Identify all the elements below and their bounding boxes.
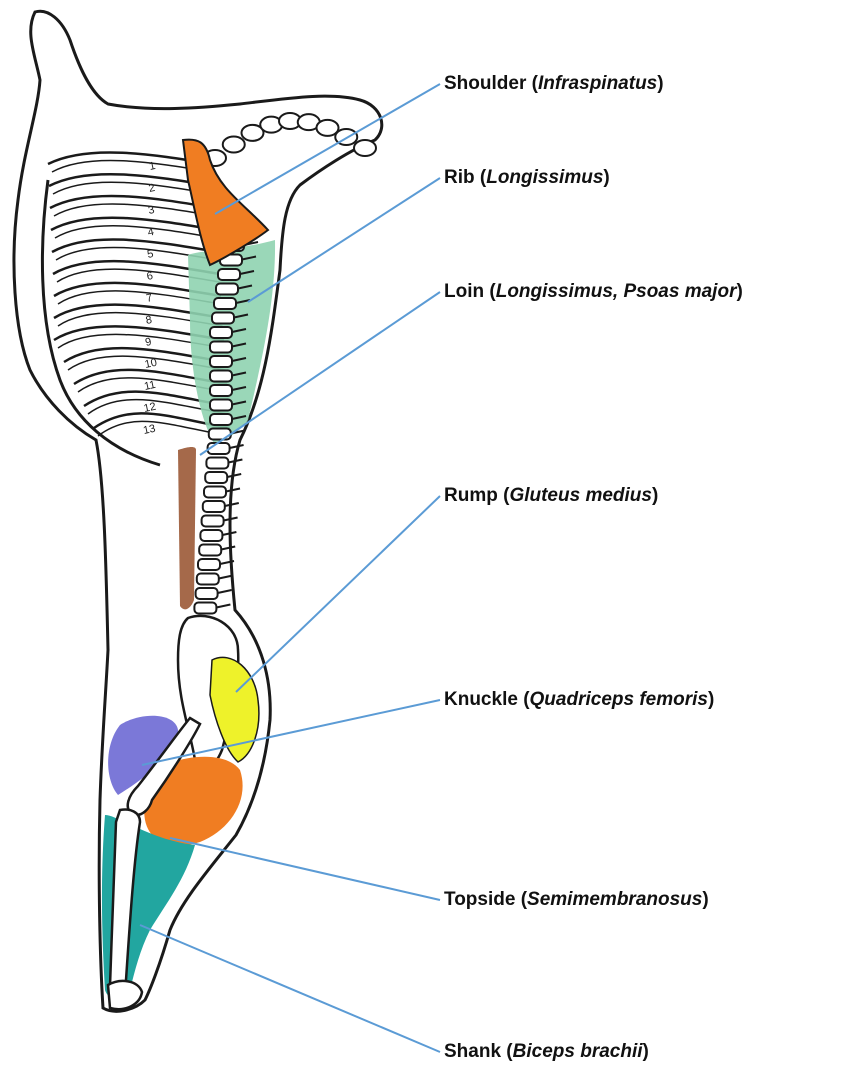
- vertebra: [196, 588, 218, 599]
- vertebra: [198, 559, 220, 570]
- label-knuckle-name: Knuckle: [444, 689, 518, 710]
- vertebra: [210, 356, 232, 367]
- neck-vertebra: [223, 137, 245, 153]
- vertebra: [210, 371, 232, 382]
- label-loin-latin: Longissimus, Psoas major: [496, 281, 737, 302]
- vertebra: [210, 342, 232, 353]
- vertebra: [212, 313, 234, 324]
- vertebra: [205, 472, 227, 483]
- vertebra: [204, 487, 226, 498]
- rib-number: 13: [142, 423, 156, 437]
- label-rib-latin: Longissimus: [486, 167, 603, 188]
- vertebra: [218, 269, 240, 280]
- vertebra: [210, 327, 232, 338]
- label-shank: Shank (Biceps brachii): [444, 1042, 649, 1061]
- rib-number: 10: [144, 357, 158, 371]
- rib-number: 12: [143, 401, 157, 415]
- label-rump-latin: Gluteus medius: [509, 485, 652, 506]
- label-shank-latin: Biceps brachii: [513, 1041, 643, 1062]
- label-shoulder-name: Shoulder: [444, 73, 526, 94]
- neck-vertebra: [354, 140, 376, 156]
- label-loin-name: Loin: [444, 281, 484, 302]
- vertebra: [200, 530, 222, 541]
- vertebra: [210, 385, 232, 396]
- label-knuckle-latin: Quadriceps femoris: [530, 689, 708, 710]
- vertebra: [206, 458, 228, 469]
- vertebra: [202, 516, 224, 527]
- vertebra: [214, 298, 236, 309]
- rib-number: 11: [143, 379, 157, 393]
- label-shank-name: Shank: [444, 1041, 501, 1062]
- vertebra: [194, 603, 216, 614]
- vertebra: [210, 400, 232, 411]
- label-topside-name: Topside: [444, 889, 515, 910]
- label-rump: Rump (Gluteus medius): [444, 486, 658, 505]
- vertebra: [203, 501, 225, 512]
- label-rib: Rib (Longissimus): [444, 168, 610, 187]
- vertebra: [210, 414, 232, 425]
- vertebra: [197, 574, 219, 585]
- label-topside-latin: Semimembranosus: [527, 889, 702, 910]
- label-loin: Loin (Longissimus, Psoas major): [444, 282, 743, 301]
- label-knuckle: Knuckle (Quadriceps femoris): [444, 690, 714, 709]
- vertebra: [199, 545, 221, 556]
- label-shoulder-latin: Infraspinatus: [538, 73, 657, 94]
- label-rump-name: Rump: [444, 485, 498, 506]
- label-topside: Topside (Semimembranosus): [444, 890, 709, 909]
- leader-line-shank: [140, 925, 440, 1052]
- leader-line-rump: [236, 496, 440, 692]
- loin-psoas-strip: [178, 447, 196, 609]
- label-rib-name: Rib: [444, 167, 475, 188]
- vertebra: [209, 429, 231, 440]
- label-shoulder: Shoulder (Infraspinatus): [444, 74, 664, 93]
- vertebra: [216, 284, 238, 295]
